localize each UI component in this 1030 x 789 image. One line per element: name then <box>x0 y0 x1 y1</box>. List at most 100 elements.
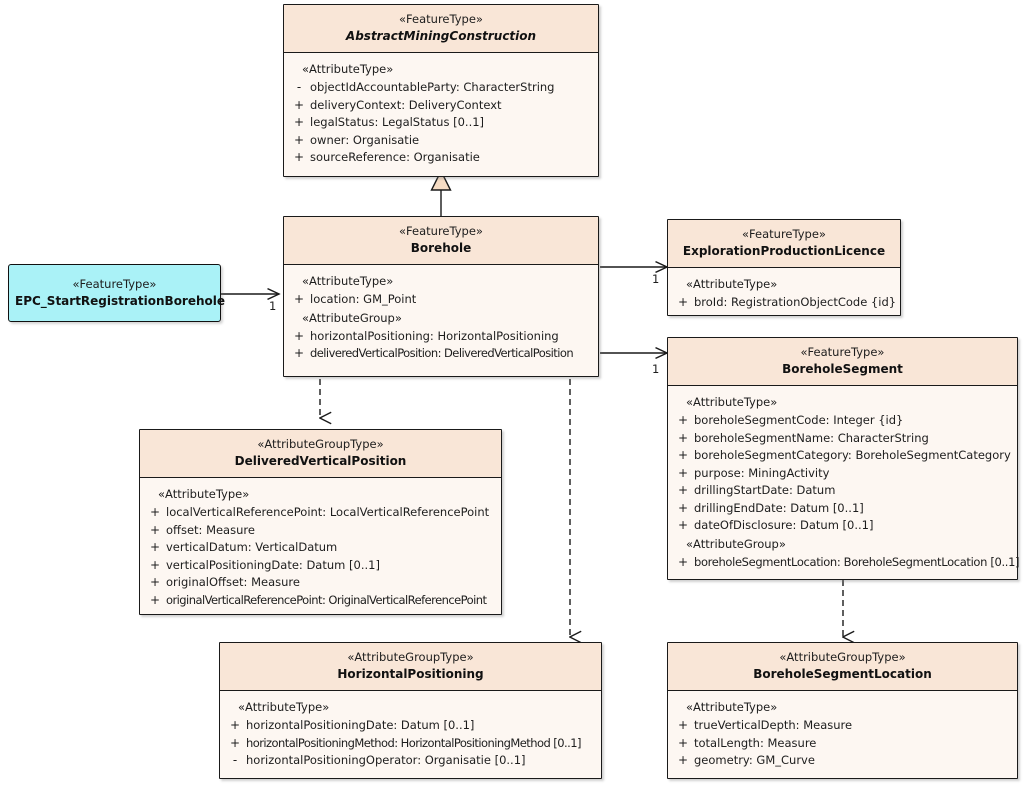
attribute-text: boreholeSegmentCategory: BoreholeSegment… <box>694 448 1011 462</box>
attribute-text: trueVerticalDepth: Measure <box>694 718 853 732</box>
class-borehole[interactable]: «FeatureType» Borehole «AttributeType» +… <box>283 216 599 377</box>
class-abstractminingconstruction[interactable]: «FeatureType» AbstractMiningConstruction… <box>283 4 599 177</box>
attribute-visibility: + <box>149 522 161 537</box>
attribute-text: location: GM_Point <box>310 292 417 306</box>
class-body-borehole: «AttributeType» + location: GM_Point «At… <box>284 265 598 370</box>
attribute-text: horizontalPositioning: HorizontalPositio… <box>310 328 559 343</box>
attribute-text: totalLength: Measure <box>694 735 817 750</box>
attribute-row: + broId: RegistrationObjectCode {id} <box>672 294 896 312</box>
attribute-visibility: + <box>677 735 689 750</box>
attribute-text: originalVerticalReferencePoint: Original… <box>166 592 487 607</box>
class-epc-startregistrationborehole[interactable]: «FeatureType» EPC_StartRegistrationBoreh… <box>8 264 225 322</box>
attribute-text: geometry: GM_Curve <box>694 753 815 767</box>
attribute-row: + boreholeSegmentCode: Integer {id} <box>672 412 1013 430</box>
class-deliveredverticalposition[interactable]: «AttributeGroupType» DeliveredVerticalPo… <box>139 429 502 615</box>
attribute-visibility: + <box>149 505 161 519</box>
class-name: AbstractMiningConstruction <box>345 29 537 43</box>
attribute-text: deliveryContext: DeliveryContext <box>310 97 502 112</box>
class-name: BoreholeSegmentLocation <box>753 667 932 681</box>
class-stereotype: «FeatureType» <box>742 227 826 241</box>
attribute-row: + deliveredVerticalPosition: DeliveredVe… <box>288 345 594 363</box>
multiplicity-borehole-to-licence: 1 <box>652 272 660 286</box>
attribute-row: + drillingEndDate: Datum [0..1] <box>672 500 1013 518</box>
attribute-row: + localVerticalReferencePoint: LocalVert… <box>144 504 497 522</box>
attribute-text: localVerticalReferencePoint: LocalVertic… <box>166 505 490 519</box>
class-body-abstractminingconstruction: «AttributeType» - objectIdAccountablePar… <box>284 53 598 174</box>
attribute-text: boreholeSegmentLocation: BoreholeSegment… <box>694 554 1020 569</box>
class-header-borehole: «FeatureType» Borehole <box>284 217 598 265</box>
attribute-text: objectIdAccountableParty: CharacterStrin… <box>310 80 555 94</box>
class-body-boreholesegment: «AttributeType» + boreholeSegmentCode: I… <box>668 386 1020 578</box>
class-stereotype: «FeatureType» <box>800 345 885 359</box>
class-header-horizontalpositioning: «AttributeGroupType» HorizontalPositioni… <box>220 643 601 691</box>
attribute-group-label: «AttributeType» <box>238 700 330 714</box>
class-body-horizontalpositioning: «AttributeType» + horizontalPositioningD… <box>220 691 601 777</box>
class-header-boreholesegment: «FeatureType» BoreholeSegment <box>668 338 1017 386</box>
attribute-visibility: + <box>229 735 241 750</box>
class-name: DeliveredVerticalPosition <box>234 454 407 468</box>
attribute-text: deliveredVerticalPosition: DeliveredVert… <box>310 346 574 360</box>
attribute-row: + purpose: MiningActivity <box>672 465 1013 483</box>
attribute-visibility: + <box>293 132 305 147</box>
class-name: BoreholeSegment <box>782 362 903 376</box>
class-boreholesegment[interactable]: «FeatureType» BoreholeSegment «Attribute… <box>667 337 1020 580</box>
attribute-visibility: + <box>293 346 305 360</box>
attribute-group-label: «AttributeGroup» <box>686 536 786 551</box>
class-body-deliveredverticalposition: «AttributeType» + localVerticalReference… <box>140 478 501 616</box>
attribute-row: + originalOffset: Measure <box>144 574 497 592</box>
attribute-row: + boreholeSegmentLocation: BoreholeSegme… <box>672 554 1020 572</box>
attribute-visibility: + <box>677 430 689 445</box>
attribute-row: + dateOfDisclosure: Datum [0..1] <box>672 517 1013 535</box>
attribute-visibility: + <box>149 592 161 607</box>
multiplicity-borehole-to-segment: 1 <box>652 362 660 376</box>
attribute-visibility: + <box>293 150 305 164</box>
attribute-visibility: + <box>677 465 689 480</box>
class-horizontalpositioning[interactable]: «AttributeGroupType» HorizontalPositioni… <box>219 642 602 779</box>
attribute-visibility: + <box>677 718 689 732</box>
class-stereotype: «AttributeGroupType» <box>257 437 384 451</box>
attribute-text: horizontalPositioningMethod: HorizontalP… <box>246 735 581 750</box>
attribute-row: + horizontalPositioningMethod: Horizonta… <box>224 735 597 753</box>
class-explorationproductionlicence[interactable]: «FeatureType» ExplorationProductionLicen… <box>667 219 901 316</box>
attribute-row: + geometry: GM_Curve <box>672 752 1013 770</box>
attribute-text: boreholeSegmentName: CharacterString <box>694 430 929 445</box>
multiplicity-epc-to-borehole: 1 <box>269 299 277 313</box>
attribute-row: + drillingStartDate: Datum <box>672 482 1013 500</box>
attribute-row: + horizontalPositioning: HorizontalPosit… <box>288 328 594 346</box>
attribute-text: verticalPositioningDate: Datum [0..1] <box>166 557 380 572</box>
attribute-visibility: + <box>677 554 689 569</box>
attribute-text: drillingEndDate: Datum [0..1] <box>694 500 864 515</box>
attribute-text: drillingStartDate: Datum <box>694 483 836 497</box>
class-stereotype: «AttributeGroupType» <box>779 650 906 664</box>
attribute-visibility: + <box>677 295 689 309</box>
attribute-row: + originalVerticalReferencePoint: Origin… <box>144 592 497 610</box>
class-stereotype: «AttributeGroupType» <box>347 650 474 664</box>
attribute-group-label: «AttributeType» <box>158 487 250 501</box>
attribute-row: + offset: Measure <box>144 522 497 540</box>
attribute-group-label: «AttributeType» <box>302 62 394 76</box>
class-header-abstractminingconstruction: «FeatureType» AbstractMiningConstruction <box>284 5 598 53</box>
attribute-visibility: + <box>677 448 689 462</box>
attribute-text: horizontalPositioningOperator: Organisat… <box>246 753 526 767</box>
attribute-visibility: + <box>149 575 161 589</box>
class-stereotype: «FeatureType» <box>399 224 483 238</box>
attribute-visibility: + <box>293 292 305 306</box>
attribute-text: broId: RegistrationObjectCode {id} <box>694 295 897 309</box>
class-header-boreholesegmentlocation: «AttributeGroupType» BoreholeSegmentLoca… <box>668 643 1017 691</box>
attribute-row: + boreholeSegmentName: CharacterString <box>672 430 1013 448</box>
attribute-text: dateOfDisclosure: Datum [0..1] <box>694 518 874 532</box>
attribute-row: + horizontalPositioningDate: Datum [0..1… <box>224 717 597 735</box>
class-name: HorizontalPositioning <box>337 667 484 681</box>
class-boreholesegmentlocation[interactable]: «AttributeGroupType» BoreholeSegmentLoca… <box>667 642 1018 779</box>
class-stereotype: «FeatureType» <box>399 12 483 26</box>
attribute-text: verticalDatum: VerticalDatum <box>166 540 338 554</box>
class-body-explorationproductionlicence: «AttributeType» + broId: RegistrationObj… <box>668 268 900 319</box>
attribute-row: + verticalDatum: VerticalDatum <box>144 539 497 557</box>
attribute-visibility: + <box>229 718 241 732</box>
attribute-visibility: + <box>677 483 689 497</box>
attribute-text: offset: Measure <box>166 522 255 537</box>
attribute-visibility: + <box>149 557 161 572</box>
attribute-visibility: + <box>293 115 305 129</box>
attribute-group-label: «AttributeType» <box>686 700 778 714</box>
